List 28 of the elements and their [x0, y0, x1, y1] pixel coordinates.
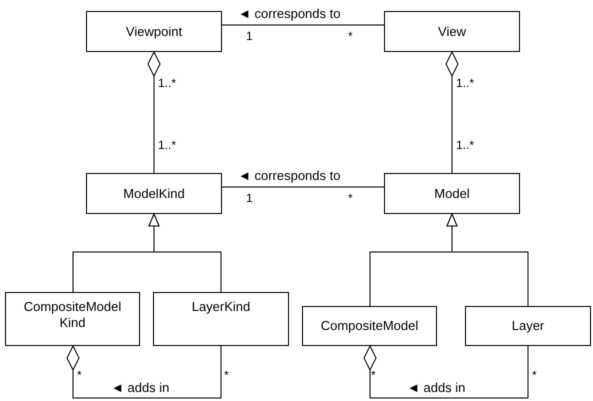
aggregation-line [364, 346, 528, 398]
multiplicity-label: 1 [246, 192, 253, 205]
multiplicity-label: * [348, 192, 353, 205]
association-line [222, 24, 384, 26]
multiplicity-label: * [224, 369, 229, 382]
class-box: LayerKind [153, 292, 289, 346]
multiplicity-label: * [532, 369, 537, 382]
class-box: Viewpoint [86, 11, 222, 52]
aggregation-line [148, 52, 160, 174]
class-box: Model [384, 173, 520, 214]
class-box: Layer [465, 306, 591, 346]
class-box: CompositeModel Kind [5, 292, 140, 346]
class-box: ModelKind [86, 173, 222, 214]
multiplicity-label: * [77, 369, 82, 382]
aggregation-line [446, 52, 458, 174]
association-line [222, 186, 384, 188]
multiplicity-label: 1..* [158, 77, 176, 90]
multiplicity-label: 1 [246, 30, 253, 43]
multiplicity-label: 1..* [456, 139, 474, 152]
class-box: CompositeModel [302, 306, 437, 346]
multiplicity-label: * [371, 369, 376, 382]
generalization-arrow [148, 214, 222, 292]
multiplicity-label: 1..* [158, 139, 176, 152]
multiplicity-label: 1..* [456, 77, 474, 90]
class-box: View [384, 11, 520, 52]
aggregation-line [66, 346, 222, 398]
multiplicity-label: * [348, 30, 353, 43]
generalization-arrow [446, 214, 528, 306]
